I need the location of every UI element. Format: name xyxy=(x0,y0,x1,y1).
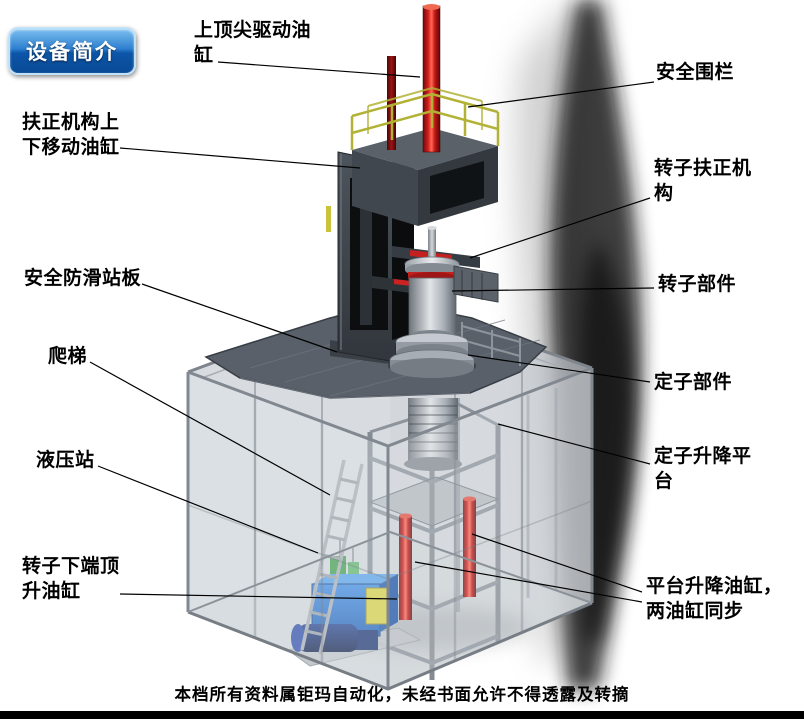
callout-line: 升油缸 xyxy=(22,581,81,603)
callout-line: 台 xyxy=(654,471,674,493)
callout-line: 下移动油缸 xyxy=(22,137,120,159)
callout-line: 转子扶正机 xyxy=(654,158,752,179)
callout-antislip-standing-plate: 安全防滑站板 xyxy=(24,266,156,291)
top-drive-cylinder xyxy=(387,4,441,153)
confidentiality-notice: 本档所有资料属钜玛自动化，未经书面允许不得透露及转摘 xyxy=(174,686,630,704)
callout-safety-fence: 安全围栏 xyxy=(656,60,748,85)
title-badge: 设备简介 xyxy=(8,27,136,75)
callout-line: 定子升降平 xyxy=(654,446,752,467)
callout-line: 转子部件 xyxy=(658,274,737,295)
callout-line: 扶正机构上 xyxy=(22,112,120,133)
callout-rotor-centering-mechanism: 转子扶正机 构 xyxy=(654,156,754,206)
stator-component-stack xyxy=(404,398,462,471)
callout-line: 定子部件 xyxy=(654,372,733,393)
callout-line: 构 xyxy=(654,183,674,205)
callout-top-spindle-drive-cylinder: 上顶尖驱动油 缸 xyxy=(194,18,316,68)
callout-platform-lift-cylinders: 平台升降油缸， 两油缸同步 xyxy=(646,574,786,624)
callout-line: 安全围栏 xyxy=(656,62,735,83)
callout-stator-lift-platform: 定子升降平 台 xyxy=(654,444,754,494)
callout-line: 缸 xyxy=(194,45,214,67)
callout-line: 转子下端顶 xyxy=(22,556,120,577)
callout-ladder: 爬梯 xyxy=(48,344,108,369)
callout-stator-component: 定子部件 xyxy=(654,370,746,395)
callout-line: 安全防滑站板 xyxy=(24,268,142,289)
bottom-bar xyxy=(0,711,804,719)
callout-rotor-bottom-jack-cylinder: 转子下端顶 升油缸 xyxy=(22,554,122,604)
callout-centering-updown-cylinder: 扶正机构上 下移动油缸 xyxy=(22,110,122,160)
ladder-structure xyxy=(300,459,364,655)
title-badge-label: 设备简介 xyxy=(26,41,118,64)
callout-line: 平台升降油缸， xyxy=(646,576,783,597)
callout-line: 两油缸同步 xyxy=(646,601,744,623)
callout-line: 爬梯 xyxy=(48,346,88,367)
rotor-assembly xyxy=(372,226,499,378)
callout-line: 液压站 xyxy=(36,450,95,471)
callout-rotor-component: 转子部件 xyxy=(658,272,750,297)
callout-line: 上顶尖驱动油 xyxy=(194,20,312,41)
callout-hydraulic-station: 液压站 xyxy=(36,448,108,473)
